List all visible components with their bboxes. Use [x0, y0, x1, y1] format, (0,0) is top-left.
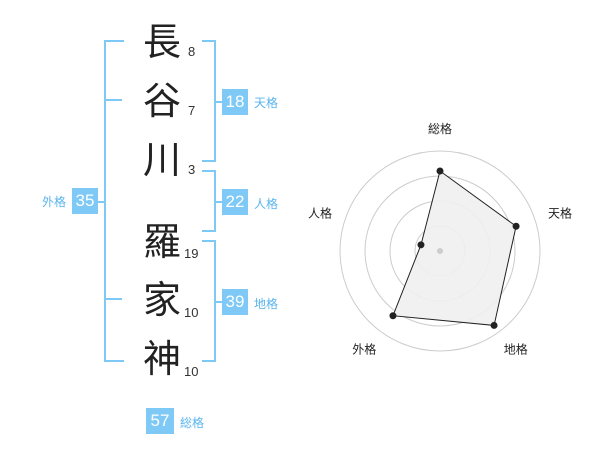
tenkaku-label: 天格	[254, 96, 279, 110]
radar-point-1	[436, 167, 444, 175]
stroke-count-6: 10	[184, 364, 199, 379]
name-char-1: 長	[142, 20, 181, 64]
radar-axis-label-4: 外格	[352, 342, 376, 357]
stroke-count-1: 8	[188, 44, 196, 59]
radar-point-2	[512, 222, 520, 230]
radar-point-4	[389, 312, 397, 320]
soukaku-value: 57	[146, 408, 174, 434]
stroke-count-4: 19	[184, 246, 199, 261]
gaikaku-tick-2	[104, 298, 122, 300]
gaikaku-tick-1	[104, 99, 122, 101]
chikaku-label: 地格	[254, 297, 279, 311]
name-char-3: 川	[142, 138, 181, 182]
tenkaku-value: 18	[222, 89, 248, 115]
gaikaku-connector	[98, 201, 106, 203]
stroke-count-3: 3	[188, 162, 196, 177]
gaikaku-label: 外格	[42, 195, 67, 209]
radar-axis-label-3: 地格	[504, 342, 528, 357]
radar-axis-label-2: 天格	[548, 205, 572, 220]
stroke-count-2: 7	[188, 103, 196, 118]
radar-point-3	[490, 321, 498, 329]
radar-axis-label-1: 総格	[428, 121, 452, 136]
radar-point-5	[417, 241, 425, 249]
tenkaku-connector	[214, 101, 222, 103]
jinkaku-value: 22	[222, 189, 248, 215]
soukaku-label: 総格	[180, 416, 205, 430]
name-char-5: 家	[142, 278, 181, 322]
jinkaku-connector	[214, 201, 222, 203]
name-char-4: 羅	[142, 220, 181, 264]
name-char-2: 谷	[142, 79, 181, 123]
jinkaku-label: 人格	[254, 197, 279, 211]
radar-axis-label-5: 人格	[308, 205, 332, 220]
name-char-6: 神	[142, 337, 181, 381]
chikaku-value: 39	[222, 289, 248, 315]
chikaku-connector	[214, 301, 222, 303]
radar-center-dot	[437, 248, 443, 254]
stroke-count-5: 10	[184, 305, 199, 320]
radar-area	[392, 170, 517, 326]
gaikaku-value: 35	[72, 188, 98, 214]
